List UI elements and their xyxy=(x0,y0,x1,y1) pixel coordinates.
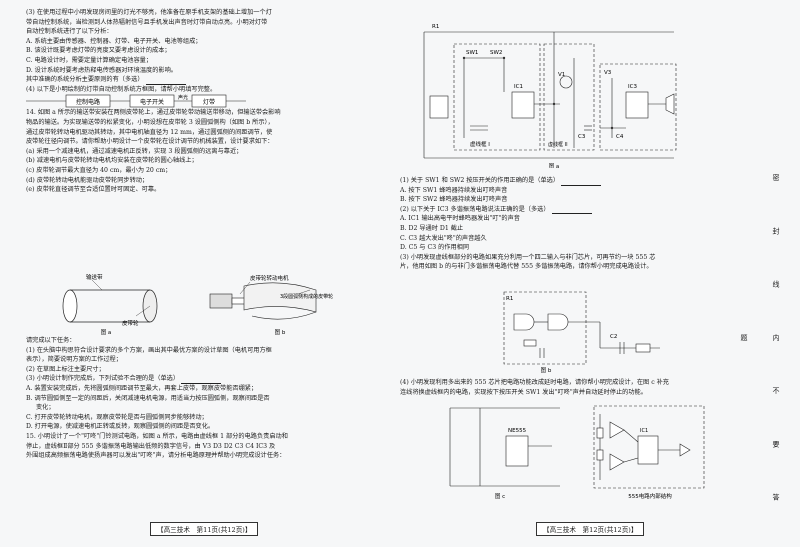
figure-conveyor: 输送带 皮带轮 图 a 皮带轮转动电机 3段圆弧侧构成的皮带轮 图 b xyxy=(62,273,333,336)
text-line: D. 设计系统时要考虑热释电传感器对环境温度的影响。 xyxy=(26,66,177,74)
component-label: V1 xyxy=(558,72,565,78)
text-line: (4) 以下是小明绘制的灯带自动控制系统方框图，请帮小明填写完整。 xyxy=(26,85,217,93)
fig-a-caption: 图 a xyxy=(101,328,112,336)
text-line: (b) 减速电机与皮带轮转动电机均安装在皮带轮的圆心轴线上； xyxy=(26,157,198,165)
block-diagram: 控制电路 电子开关 声光 灯带 xyxy=(26,94,246,108)
text-line: (3) 在使用过程中小明发现房间里的灯光不够亮，他准备在原手机支架的基础上增加一… xyxy=(26,9,272,16)
text-line: (2) 以下关于 IC3 多谐振荡电路说法正确的是（多选） xyxy=(400,205,752,215)
block-label: 电子开关 xyxy=(140,98,164,106)
text-span: (2) 以下关于 IC3 多谐振荡电路说法正确的是（多选） xyxy=(400,205,550,213)
text-line: (3) 小明发现虚线框部分的电路如果充分利用一个四二输入与非门芯片，可再节约一块… xyxy=(400,253,656,261)
text-line: 停止，虚线框Ⅱ部分 555 多谐振荡电路输出低频的数字信号，由 V3 D3 D2… xyxy=(26,442,276,450)
text-line: B. 按下 SW2 蜂鸣器持续发出叮咚声音 xyxy=(400,196,508,204)
answer-blank xyxy=(551,207,592,215)
text-line: A. 按下 SW1 蜂鸣器持续发出叮咚声音 xyxy=(400,186,508,194)
text-line: (a) 采用一个减速电机，通过减速电机正反转，实现 3 段圆弧侧的远离与靠近； xyxy=(26,147,243,155)
text-line: B. 调节圆弧侧至一定的间距后，关闭减速电机电源，用适当力按压圆弧侧，观察间距是… xyxy=(26,394,270,402)
block-label: 控制电路 xyxy=(76,98,100,106)
text-span: (1) 关于 SW1 和 SW2 按压开关的作用正确的是（单选） xyxy=(400,177,560,184)
fig-c-caption: 图 c xyxy=(495,492,505,500)
text-line: D. C5 与 C3 的作用相同 xyxy=(400,244,470,252)
dashed-box-label: 虚线框 II xyxy=(548,141,568,148)
fig-b-caption: 图 b xyxy=(541,366,552,374)
fig-b-caption: 图 b xyxy=(275,328,286,336)
text-line: D. 打开电源，使减速电机正转或反转，观察圆弧侧的间距是否变化。 xyxy=(26,423,215,431)
text-line: 带自动控制系统，当检测到人体热辐射信号且手机发出声音时灯带自动点亮。小明对灯带 xyxy=(26,18,268,26)
text-line: (2) 在草图上标注主要尺寸； xyxy=(26,365,105,373)
component-label: IC3 xyxy=(628,84,637,90)
component-label: IC1 xyxy=(640,428,648,434)
text-line: A. 装置安装完成后，先将圆弧侧间距调节至最大，再套上皮带，观察皮带能否绷紧； xyxy=(26,384,258,392)
text-line: 请完成以下任务： xyxy=(26,337,76,344)
text-line: 14. 如图 a 所示的输送带安装在两侧皮带轮上，通过皮带轮带动输送带移动，但输… xyxy=(26,109,281,117)
fig-b-label: 皮带轮转动电机 xyxy=(250,274,289,282)
text-line: (e) 皮带轮直径调节至合适位置时可固定、可靠。 xyxy=(26,186,161,194)
component-label: C3 xyxy=(578,134,586,140)
block-label: 灯带 xyxy=(203,98,215,106)
component-label: C2 xyxy=(610,334,617,340)
answer-blank xyxy=(181,377,222,384)
text-line: 物品的输送。为实现输送带的松紧变化，小明设想在皮带轮 3 设圆弧侧构（如图 b … xyxy=(26,118,274,126)
block-diagram-row: 控制电路 电子开关 声光 灯带 xyxy=(26,94,378,108)
fig-c-right-caption: 555电路内部结构 xyxy=(628,492,672,500)
text-line: (4) 小明发现利用多出来的 555 芯片把电路功能改成延时电路，请你帮小明完成… xyxy=(400,379,669,386)
fig-a-label: 输送带 xyxy=(86,273,103,281)
text-line: C. C3 越大发出"咚"的声音越久 xyxy=(400,234,487,242)
component-label: C4 xyxy=(616,134,624,140)
text-line: A. IC1 输出高电平时蜂鸣器发出"叮"的声音 xyxy=(400,215,520,223)
text-line: 15. 小明设计了一个"叮咚"门铃测试电路，如图 a 所示，电路由虚线框 1 部… xyxy=(26,432,288,440)
text-line: 变化； xyxy=(36,404,55,412)
component-label: SW2 xyxy=(490,50,502,56)
text-line: B. 该设计既要考虑灯带的亮度又要考虑设计的成本； xyxy=(26,47,171,55)
text-line: 其中准确的系统分析主要原则的有（多选） xyxy=(26,75,378,85)
text-line: 片，他用如图 b 的与非门多谐振荡电路代替 555 多谐振荡电路，请你帮小明完成… xyxy=(400,263,653,271)
text-line: A. 系统主要由传感器、控制器、灯带、电子开关、电池等组成； xyxy=(26,37,202,45)
left-column-lower: 请完成以下任务： (1) 在头脑中构思符合设计要求的多个方案，画出其中最优方案的… xyxy=(26,336,378,461)
text-line: 表示），简要说明方案的工作过程； xyxy=(26,356,122,364)
circuit-figure-a: R1 SW1 SW2 IC1 IC3 V1 V3 C3 C4 虚线框 I 虚线框… xyxy=(423,24,677,168)
text-span: 其中准确的系统分析主要原则的有（多选） xyxy=(26,76,144,84)
text-line: (d) 皮带轮转动电机能驱动皮带轮同步转动； xyxy=(26,176,149,184)
component-label: V3 xyxy=(604,70,612,76)
text-line: (c) 皮带轮调节最大直径为 40 cm，最小为 20 cm； xyxy=(26,166,172,174)
component-label: R1 xyxy=(432,24,439,30)
fig-a-label: 皮带轮 xyxy=(122,319,139,327)
fig-b-label: 3段圆弧侧构成的皮带轮 xyxy=(280,293,333,300)
seal-line-notice: 密 封 线 内 不 要 答 题 xyxy=(740,174,780,523)
page-footer-right: 【高三技术 第12页(共12页)】 xyxy=(536,522,645,536)
component-label: IC1 xyxy=(514,84,523,90)
answer-blank xyxy=(145,78,186,85)
component-label: NE555 xyxy=(508,428,527,434)
circuit-figure-b: R1 C2 图 b xyxy=(503,291,660,374)
dashed-box-label: 虚线框 I xyxy=(470,140,490,148)
component-label: R1 xyxy=(506,296,513,302)
text-line: C. 电路设计时，需要定量计算确定电池容量； xyxy=(26,56,153,64)
text-line: B. D2 导通时 D1 截止 xyxy=(400,224,464,232)
text-line: (3) 小明设计制作完成后，下列试验不合理的是（单选） xyxy=(26,374,378,384)
text-line: C. 打开皮带轮转动电机，观察皮带轮是否与圆弧侧同步能够转动； xyxy=(26,413,208,421)
right-column-lower: (4) 小明发现利用多出来的 555 芯片把电路功能改成延时电路，请你帮小明完成… xyxy=(400,378,752,397)
text-line: 外围组成高频振荡电路使扬声器可以发出"叮咚"声，请分析电路原理并帮助小明完成设计… xyxy=(26,452,286,460)
text-span: (3) 小明设计制作完成后，下列试验不合理的是（单选） xyxy=(26,375,180,383)
circuit-figure-c: NE555 IC1 图 c 555电路内部结构 xyxy=(449,405,705,500)
page-footer-left: 【高三技术 第11页(共12页)】 xyxy=(150,522,259,536)
text-line: 自动控制系统进行了以下分析： xyxy=(26,28,113,36)
fig-a-caption: 图 a xyxy=(549,162,560,168)
block-small-label: 声光 xyxy=(178,94,188,101)
text-line: (1) 关于 SW1 和 SW2 按压开关的作用正确的是（单选） xyxy=(400,176,752,186)
right-column: (1) 关于 SW1 和 SW2 按压开关的作用正确的是（单选） A. 按下 S… xyxy=(400,176,752,272)
text-line: 皮带轮往径向调节。请你帮助小明设计一个皮带轮在设计调节的机械装置，设计要求如下： xyxy=(26,138,274,146)
left-column: (3) 在使用过程中小明发现房间里的灯光不够亮，他准备在原手机支架的基础上增加一… xyxy=(26,8,378,195)
component-label: SW1 xyxy=(466,50,478,56)
answer-blank xyxy=(561,179,602,186)
text-line: 连线将换虚线框内的电路，实现按下按压开关 SW1 发出"叮咚"声并自动延时停止的… xyxy=(400,388,647,396)
text-line: (1) 在头脑中构思符合设计要求的多个方案，画出其中最优方案的设计草图（电机可用… xyxy=(26,346,272,354)
text-line: 通过皮带轮转动电机驱动其转动，其中电机轴直径为 12 mm，通过圆弧侧的间距调节… xyxy=(26,128,273,136)
